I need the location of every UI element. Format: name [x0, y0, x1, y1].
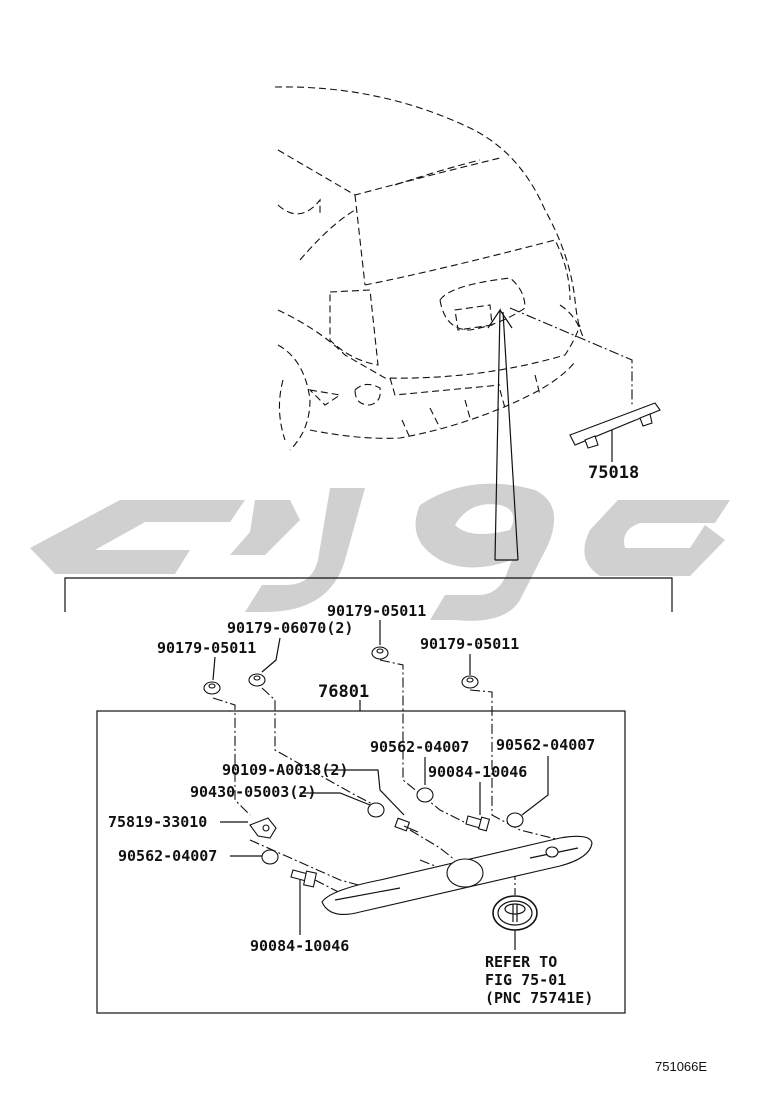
leader-lines [212, 620, 549, 935]
screw-a [394, 817, 419, 833]
label-76801: 76801 [318, 682, 369, 702]
part-75018-lamp: 75018 [509, 307, 661, 483]
screw-bottom [290, 869, 317, 888]
refer-line-2: FIG 75-01 [485, 971, 566, 989]
group-bracket [64, 577, 673, 612]
diagram-id: 751066E [655, 1059, 707, 1074]
screw-mid [465, 815, 491, 832]
bracket-75819 [249, 817, 277, 839]
pointer-arrow [487, 307, 519, 561]
refer-line-1: REFER TO [485, 953, 557, 971]
bolt-top [248, 673, 266, 687]
refer-line-3: (PNC 75741E) [485, 989, 593, 1007]
assembly-frame [96, 710, 626, 1014]
emblem [492, 895, 538, 950]
clip-left [203, 681, 221, 695]
label-clip-left: 90179-05011 [157, 639, 256, 657]
label-bolt-top: 90179-06070(2) [227, 619, 353, 637]
clip-top-center [371, 646, 389, 660]
label-clip-right: 90179-05011 [420, 635, 519, 653]
label-cushion-left: 90562-04007 [118, 847, 217, 865]
cushion-left [261, 849, 279, 865]
watermark-logo [30, 483, 730, 621]
label-screw-bottom: 90084-10046 [250, 937, 349, 955]
label-screw-mid: 90084-10046 [428, 763, 527, 781]
nut [367, 802, 385, 818]
label-clip-top-center: 90179-05011 [327, 602, 426, 620]
label-cushion-right: 90562-04007 [496, 736, 595, 754]
clip-right [461, 675, 479, 689]
car-rear-illustration [274, 86, 586, 451]
label-bracket: 75819-33010 [108, 813, 207, 831]
label-screw-a: 90109-A0018(2) [222, 761, 348, 779]
label-nut: 90430-05003(2) [190, 783, 316, 801]
cushion-mid [416, 787, 434, 803]
back-door-garnish [321, 835, 593, 915]
label-75018: 75018 [588, 463, 639, 483]
label-cushion-mid: 90562-04007 [370, 738, 469, 756]
cushion-right [506, 812, 524, 828]
